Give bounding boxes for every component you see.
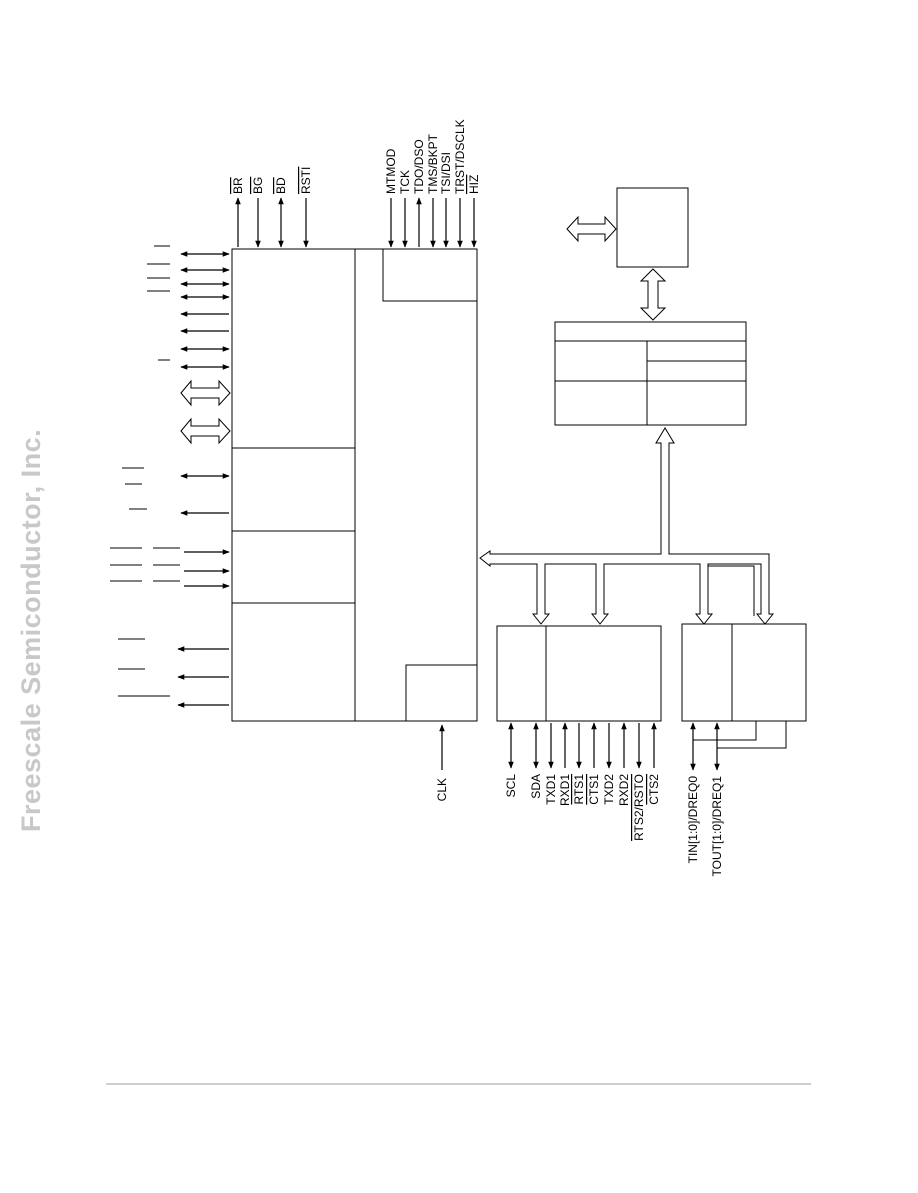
- left-label-overbars: [110, 245, 180, 697]
- hiz-label: HIZ: [467, 175, 481, 194]
- bd-label: BD: [274, 177, 288, 194]
- timer-signal-labels: TIN[1:0]/DREQ0 TOUT[1:0]/DREQ1: [686, 776, 724, 877]
- txd1-label: TXD1: [544, 774, 558, 805]
- cts2-label: CTS2: [647, 774, 661, 805]
- sda-label: SDA: [529, 774, 543, 799]
- bg-label: BG: [251, 177, 265, 194]
- memory-controller-bus-arrow: [639, 268, 667, 321]
- serial-signal-arrows: [508, 722, 657, 769]
- tsi-dsi-label: TSI/DSI: [439, 152, 453, 194]
- memory-box: [616, 187, 689, 268]
- left-signal-group: [177, 251, 230, 708]
- tout-dreq1-label: TOUT[1:0]/DREQ1: [710, 776, 724, 877]
- debug-signal-labels: MTMOD TCK TDO/DSO TMS/BKPT TSI/DSI TRST/…: [384, 119, 481, 194]
- tms-bkpt-label: TMS/BKPT: [426, 133, 440, 194]
- serial-block: [496, 625, 662, 722]
- rsti-label: RSTI: [299, 167, 313, 194]
- wide-bus-arrow-2: [180, 417, 231, 445]
- tin-dreq0-label: TIN[1:0]/DREQ0: [686, 776, 700, 864]
- rxd2-label: RXD2: [617, 774, 631, 806]
- upper-right-wide-arrows: [566, 215, 667, 321]
- rts1-label: RTS1: [572, 774, 586, 805]
- watermark-text: Freescale Semiconductor, Inc.: [16, 429, 46, 832]
- main-block: [231, 248, 478, 722]
- rxd1-label: RXD1: [558, 774, 572, 806]
- clk-label: CLK: [435, 778, 449, 801]
- trst-dsclk-label: TRST/DSCLK: [453, 119, 467, 194]
- wide-bus-arrow-1: [180, 379, 231, 407]
- tck-label: TCK: [398, 170, 412, 194]
- cts1-label: CTS1: [587, 774, 601, 805]
- serial-signal-labels: SCL SDA TXD1 RXD1 RTS1 CTS1 TXD2 RXD2 RT…: [504, 774, 661, 841]
- txd2-label: TXD2: [602, 774, 616, 805]
- upper-right-blocks: [554, 187, 747, 426]
- mtmod-label: MTMOD: [384, 148, 398, 194]
- internal-bus-inner-branches: [708, 565, 755, 616]
- debug-signal-arrows: [388, 197, 477, 248]
- internal-bus-path: [479, 427, 775, 625]
- debug-module-box: [382, 248, 478, 302]
- timer-block: [681, 623, 807, 749]
- scl-label: SCL: [504, 774, 518, 798]
- top-signal-arrows: [235, 197, 309, 248]
- clock-module-box: [405, 664, 478, 722]
- controller-box: [554, 321, 747, 426]
- serial-block-outline: [496, 625, 662, 722]
- memory-external-bus-arrow: [566, 215, 617, 243]
- top-signal-labels: BR BG BD RSTI: [231, 167, 313, 194]
- timer-block-outline: [681, 623, 807, 722]
- br-label: BR: [231, 177, 245, 194]
- tdo-dso-label: TDO/DSO: [412, 139, 426, 194]
- left-wide-bus-arrows: [180, 379, 231, 445]
- timer-signal-arrows: [690, 722, 720, 771]
- internal-bus: [479, 427, 775, 625]
- rts2-rsto-label: RTS2/RSTO: [632, 774, 646, 841]
